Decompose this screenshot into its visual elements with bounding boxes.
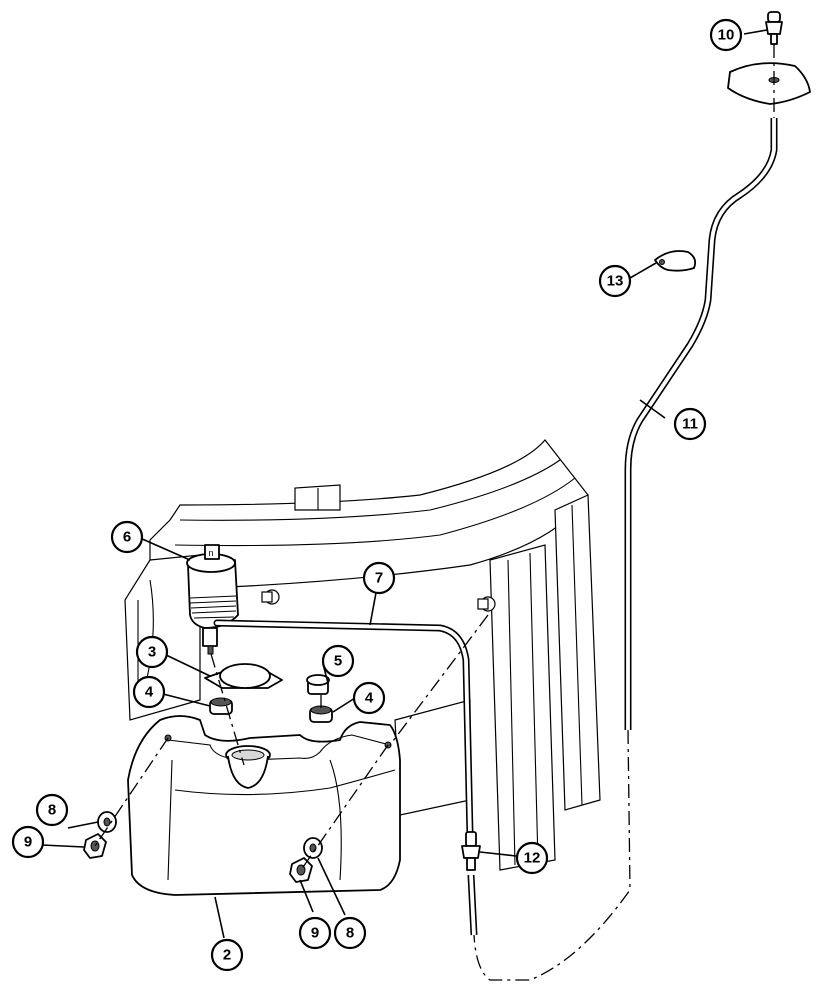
svg-text:13: 13 [607,273,624,290]
washer-pump-motor: n [186,544,239,655]
callout-10: 10 [709,18,743,52]
svg-text:9: 9 [311,925,319,942]
svg-text:7: 7 [375,570,383,587]
frame-stud-right [477,596,496,612]
blanking-plug [306,674,330,695]
callout-11: 11 [673,407,707,441]
washer-hose-to-nozzle [624,118,778,730]
svg-text:4: 4 [145,684,154,701]
svg-text:5: 5 [334,653,342,670]
washer-reservoir-tank [127,715,401,896]
svg-text:4: 4 [365,690,374,707]
hose-clip [654,250,697,272]
callout-8a: 8 [35,793,69,827]
assembly-centerlines [94,44,775,981]
callout-6: 6 [110,520,144,554]
washer-nozzle [765,11,783,45]
grommet-left [209,697,233,715]
callout-3: 3 [135,635,169,669]
hose-connector [461,831,481,936]
reservoir-cap [204,663,283,689]
callout-8b: 8 [333,916,367,950]
svg-text:9: 9 [24,834,32,851]
svg-text:6: 6 [123,529,131,546]
svg-text:2: 2 [223,947,231,964]
frame-stud-left [261,589,280,605]
grommet-right [309,705,333,723]
callout-9b: 9 [298,916,332,950]
svg-text:3: 3 [148,644,156,661]
callout-5: 5 [321,644,355,678]
svg-text:11: 11 [682,416,698,433]
callout-12: 12 [515,841,549,875]
nozzle-mounting-plate [727,62,811,105]
svg-text:8: 8 [346,925,354,942]
callout-4b: 4 [352,681,386,715]
callout-9a: 9 [11,825,45,859]
svg-text:12: 12 [524,850,541,867]
callout-13: 13 [598,264,632,298]
nut-left [83,833,107,859]
pump-terminal-mark: n [208,548,213,558]
callout-4a: 4 [132,675,166,709]
callout-2: 2 [210,938,244,972]
washer-right [303,837,323,859]
svg-text:8: 8 [48,802,56,819]
leader-lines [41,29,768,939]
callout-7: 7 [362,561,396,595]
washer-hose-pump-to-connector [213,619,474,839]
nut-right [289,857,313,883]
svg-text:10: 10 [718,27,735,44]
